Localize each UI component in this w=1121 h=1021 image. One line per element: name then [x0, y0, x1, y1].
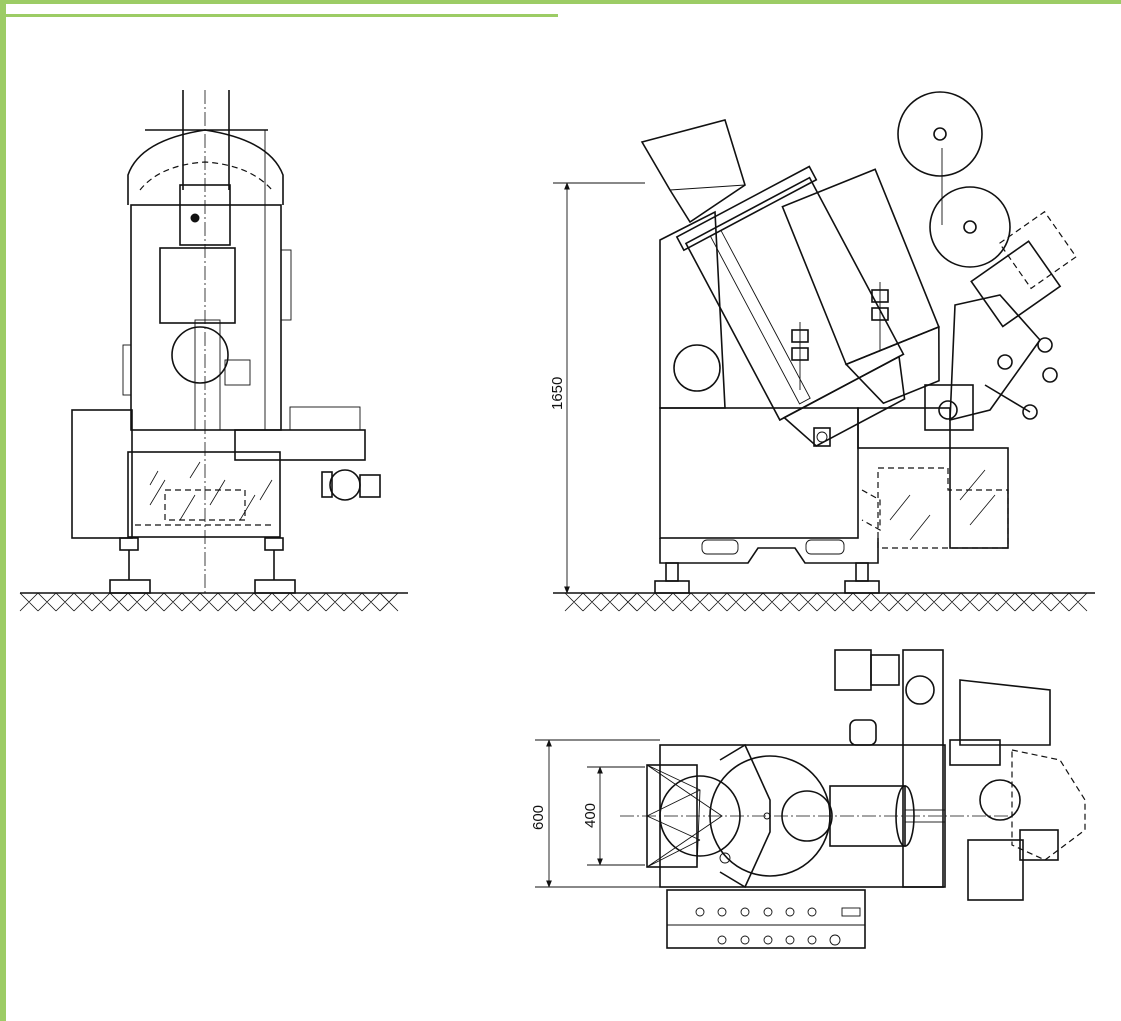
side-foot-left [654, 580, 690, 594]
side-roller-1 [1037, 337, 1053, 353]
top-control-panel [666, 889, 866, 949]
front-motor-block [159, 247, 236, 324]
front-base-frame [127, 451, 281, 538]
height-dimension-label: 1650 [549, 377, 566, 410]
top-labeller-column [902, 649, 944, 888]
side-base-outline [659, 538, 879, 564]
side-hopper-edge [669, 184, 746, 191]
side-tilted-drum-2 [781, 168, 940, 405]
front-side-panel [280, 249, 292, 321]
side-drum2-bottom [844, 325, 940, 405]
side-roller-3 [1042, 367, 1058, 383]
side-ground-hatch [564, 592, 1088, 612]
front-side-handle [122, 344, 132, 396]
side-reel-lower [929, 186, 1011, 268]
front-view [19, 90, 408, 612]
side-roller-2 [997, 354, 1013, 370]
side-hopper [640, 119, 746, 224]
top-view: 600 400 [530, 649, 1086, 949]
header-bar [6, 0, 558, 17]
top-labeller-hidden [1011, 749, 1086, 861]
front-upper-block [179, 184, 231, 246]
side-collection-hidden [877, 467, 1009, 549]
side-spindle-right [871, 282, 889, 350]
side-reel-lower-hub [963, 220, 977, 234]
side-reel-upper [897, 91, 983, 177]
side-collection-bin [949, 447, 1009, 549]
side-spindle-left [791, 322, 809, 390]
side-labelling-wheel [938, 400, 958, 420]
front-foot-right [254, 579, 296, 594]
top-labeller-plate [959, 679, 1051, 746]
outer-width-label: 600 [530, 805, 547, 830]
side-main-switch [813, 427, 831, 447]
top-labelling-wheel [979, 779, 1021, 821]
top-drum-center [763, 812, 771, 820]
front-column-body [130, 204, 282, 431]
front-bin-hidden [164, 489, 246, 521]
side-labeller-arm [984, 384, 1031, 413]
top-outfeed-box [967, 839, 1024, 901]
top-panel-indicators-row1 [695, 907, 861, 917]
side-tilted-drum [675, 165, 906, 447]
top-drum-outlet [781, 790, 833, 842]
top-tube-end [895, 785, 915, 847]
top-drum-inner [659, 775, 741, 857]
side-lower-cabinet [659, 407, 859, 539]
top-small-motor [849, 719, 877, 746]
side-foot-right [844, 580, 880, 594]
top-shaft [904, 809, 946, 823]
top-feeder-motor [834, 649, 872, 691]
front-leg-right-top [264, 537, 284, 551]
side-hidden-chute [861, 489, 881, 532]
top-gear-wheel [905, 675, 935, 705]
side-leg-right [855, 562, 869, 582]
front-motor-box [359, 474, 381, 498]
front-motor-flange [321, 471, 333, 498]
front-feeder-motor [329, 469, 361, 501]
front-hood [127, 129, 284, 205]
side-upper-body [659, 210, 726, 409]
top-labeller-bracket [949, 739, 1001, 766]
side-reel-upper-hub [933, 127, 947, 141]
side-drum-rail [709, 229, 811, 405]
top-drum-bolt [719, 852, 731, 864]
front-fixing-bolt [190, 213, 200, 223]
top-feeder-gearbox [870, 654, 900, 686]
side-roller-4 [1022, 404, 1038, 420]
side-base-cutout-right [805, 539, 845, 555]
side-labeller-motor [970, 210, 1077, 328]
top-outfeed-motor [1019, 829, 1059, 861]
front-feeder-top [289, 406, 361, 431]
side-labeller-frame [949, 294, 1042, 422]
top-panel-indicators-row2 [717, 934, 841, 946]
side-view: 1650 [549, 91, 1095, 612]
front-small-motor [224, 359, 251, 386]
side-glass-hatch [889, 469, 996, 541]
front-hood-hidden [139, 161, 273, 191]
front-drive-shaft [194, 319, 221, 431]
side-drum-cap [675, 165, 818, 252]
side-leg-left [665, 562, 679, 582]
front-foot-left [109, 579, 151, 594]
front-gear-housing [171, 326, 229, 384]
front-leg-left-top [119, 537, 139, 551]
front-glass-hatch [149, 461, 273, 521]
side-base-cutout-left [701, 539, 739, 555]
side-drum-bottom [782, 355, 906, 447]
top-hopper-lines [646, 764, 723, 868]
side-inspection-port [673, 344, 721, 392]
side-outfeed-frame [857, 407, 951, 449]
front-control-cabinet [71, 409, 133, 539]
side-drum2-body [781, 168, 940, 366]
front-feeder-unit [234, 429, 366, 461]
front-ground-hatch [19, 592, 399, 612]
inner-width-label: 400 [582, 803, 599, 828]
